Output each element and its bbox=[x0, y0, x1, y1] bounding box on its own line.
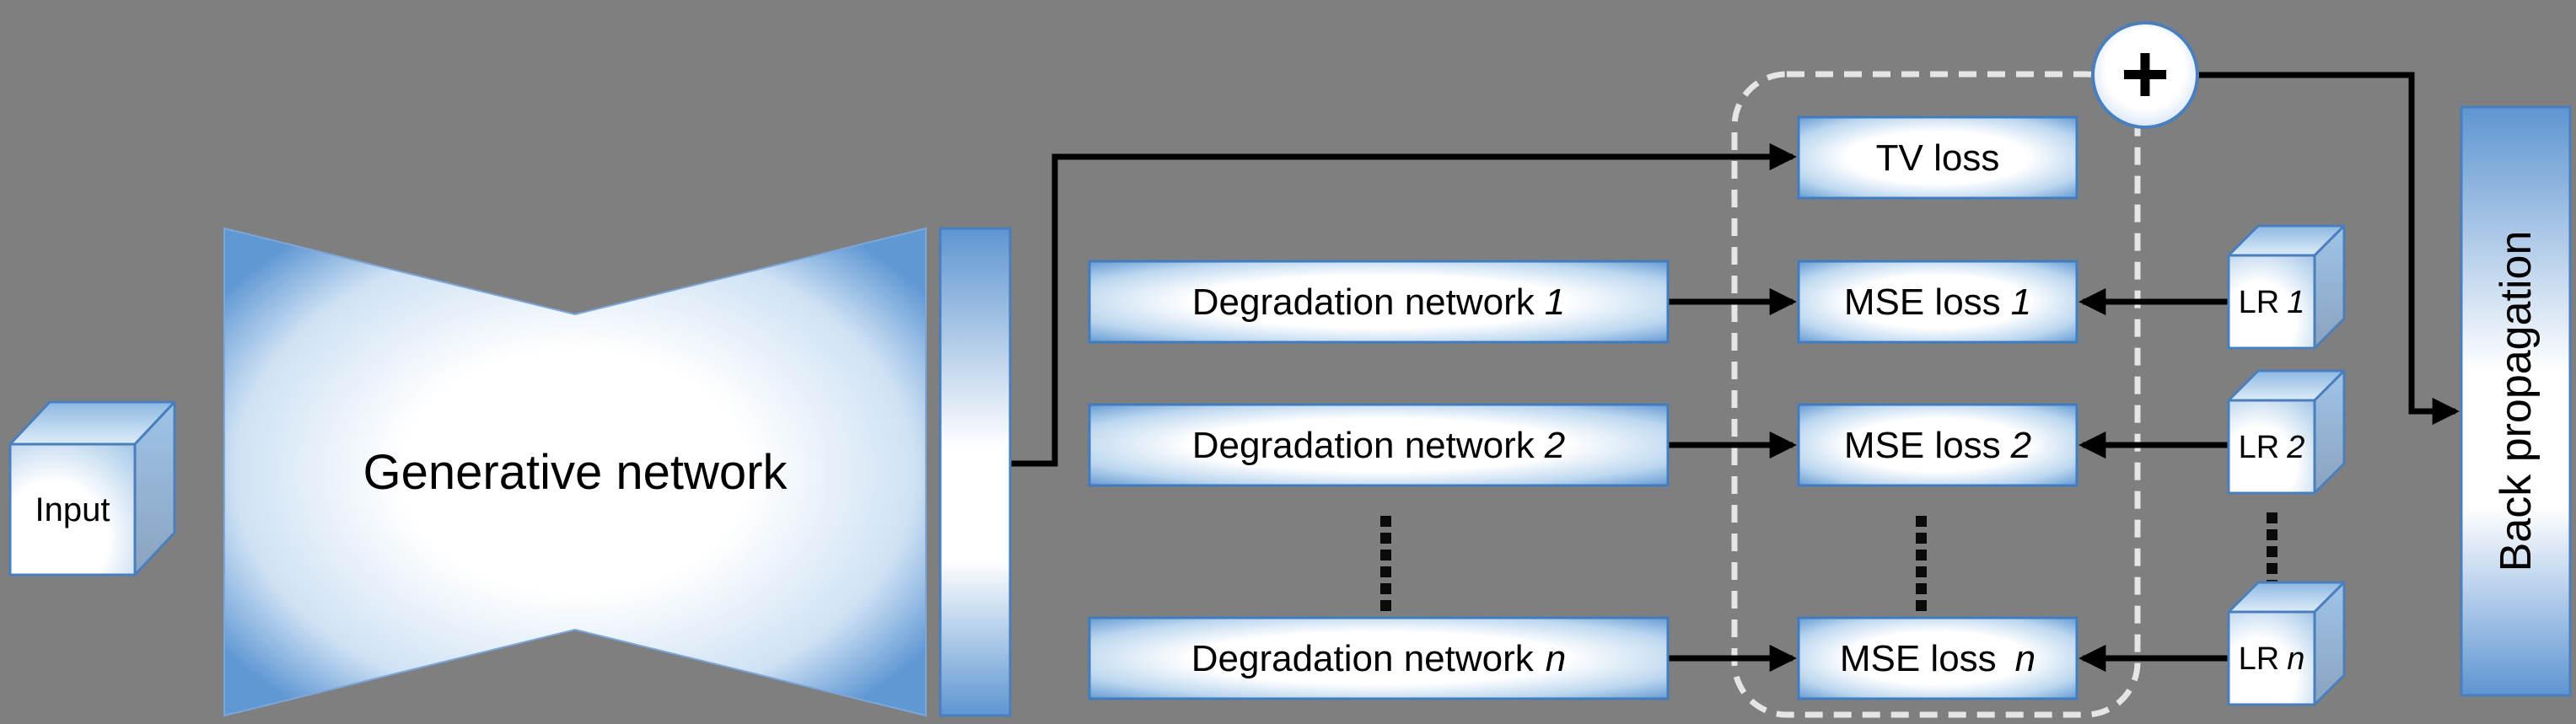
tv-loss-node: TV loss bbox=[1797, 115, 2079, 200]
input-cube: Input bbox=[8, 400, 176, 577]
loss-group-dashed-outline bbox=[1731, 71, 2141, 718]
generative-network-shape bbox=[223, 227, 927, 717]
input-cube-front-face bbox=[8, 442, 137, 577]
back-propagation-node: Back propagation bbox=[2460, 105, 2572, 697]
ellipsis-dots-loss bbox=[1916, 516, 1927, 611]
connector-sum-to-backprop bbox=[2197, 72, 2460, 426]
generated-output-bar bbox=[938, 227, 1012, 717]
sum-node: + bbox=[2091, 21, 2199, 129]
back-propagation-label: Back propagation bbox=[2492, 231, 2541, 572]
generative-network-node: Generative network bbox=[223, 227, 927, 717]
ellipsis-dots-degradation bbox=[1380, 516, 1391, 611]
sum-plus-symbol: + bbox=[2121, 27, 2170, 121]
tv-loss-label: TV loss bbox=[1876, 137, 2000, 179]
generative-network-label: Generative network bbox=[363, 445, 788, 500]
connector-output-to-tv-loss bbox=[1010, 142, 1797, 467]
input-cube-label: Input bbox=[35, 491, 110, 528]
